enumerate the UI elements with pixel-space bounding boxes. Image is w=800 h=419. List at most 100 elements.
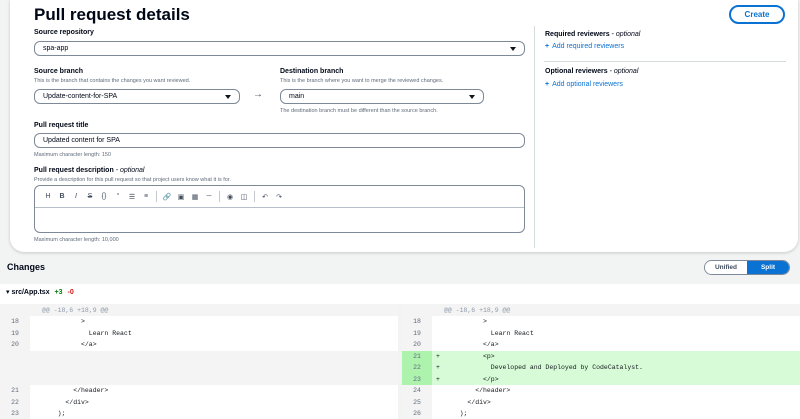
diff-line: 21+ <p>	[402, 350, 800, 362]
diff-line: 25 </div>	[402, 396, 800, 408]
source-repository-select[interactable]: spa-app	[34, 41, 525, 56]
code-icon[interactable]: {}	[101, 193, 107, 200]
line-number: 23	[0, 408, 30, 419]
hunk-header-text: @@ -18,6 +18,9 @@	[444, 307, 511, 314]
reviewers-divider	[544, 61, 786, 62]
add-optional-reviewers-link[interactable]: +Add optional reviewers	[545, 81, 623, 88]
caret-down-icon	[469, 94, 475, 99]
pr-description-editor[interactable]: H B I S {} “ ☰ ≡ 🔗 ▣ ▦ ─ ◉ ◫ ↶ ↷	[34, 185, 525, 233]
diff-line: 19 Learn React	[402, 327, 800, 339]
line-number: 19	[402, 327, 432, 339]
image-icon[interactable]: ▣	[177, 193, 185, 201]
diff-line	[0, 373, 398, 385]
optional-reviewers-text: Optional reviewers	[545, 68, 608, 75]
code-text: <p>	[444, 352, 495, 360]
redo-icon[interactable]: ↷	[276, 193, 282, 201]
undo-icon[interactable]: ↶	[262, 193, 268, 201]
changes-heading: Changes	[7, 262, 46, 272]
pull-request-details-card: Pull request details Create Source repos…	[10, 0, 798, 252]
line-number: 20	[402, 339, 432, 351]
line-number: 26	[402, 408, 432, 419]
pr-title-input[interactable]: Updated content for SPA	[34, 133, 525, 148]
add-required-reviewers-link[interactable]: +Add required reviewers	[545, 43, 624, 50]
file-name: src/App.tsx	[11, 289, 50, 296]
required-reviewers-text: Required reviewers	[545, 31, 610, 38]
line-number: 24	[402, 385, 432, 397]
page-title: Pull request details	[34, 5, 190, 24]
hunk-header: @@ -18,6 +18,9 @@	[0, 305, 398, 316]
line-number: 25	[402, 396, 432, 408]
source-branch-label: Source branch	[34, 68, 84, 75]
diff-line: 23 + </p>	[402, 373, 800, 385]
arrow-right-icon: →	[253, 89, 263, 100]
line-number	[0, 373, 30, 385]
pr-title-value: Updated content for SPA	[43, 137, 120, 144]
file-header	[0, 284, 800, 304]
diff-line: 22 </div>	[0, 396, 398, 408]
pr-description-help: Provide a description for this pull requ…	[34, 177, 231, 183]
code-text: );	[444, 410, 468, 418]
diff-line: 24 </header>	[402, 385, 800, 397]
code-text: </p>	[444, 375, 499, 383]
split-view-button[interactable]: Split	[747, 261, 789, 274]
toolbar-divider	[254, 191, 255, 202]
line-number: 22	[0, 396, 30, 408]
code-text: Learn React	[42, 329, 132, 337]
table-icon[interactable]: ▦	[191, 193, 199, 201]
bold-icon[interactable]: B	[59, 193, 65, 200]
code-text: </header>	[42, 387, 109, 395]
italic-icon[interactable]: I	[75, 193, 77, 200]
split-view-icon[interactable]: ◫	[240, 193, 248, 201]
heading-icon[interactable]: H	[45, 193, 51, 200]
line-number	[0, 350, 30, 362]
diff-marker: +	[436, 375, 440, 383]
source-branch-select[interactable]: Update-content-for-SPA	[34, 89, 240, 104]
code-text: >	[42, 318, 85, 326]
editor-toolbar: H B I S {} “ ☰ ≡ 🔗 ▣ ▦ ─ ◉ ◫ ↶ ↷	[35, 186, 524, 208]
diff-view-toggle: Unified Split	[704, 260, 790, 275]
file-header-title[interactable]: ▾ src/App.tsx +3 -0	[6, 288, 74, 296]
preview-icon[interactable]: ◉	[226, 193, 234, 201]
diff-marker: +	[436, 364, 440, 372]
diff-line: 18 >	[402, 316, 800, 328]
pr-description-hint: Maximum character length: 10,000	[34, 237, 119, 243]
line-number: 21	[402, 350, 432, 362]
diff-line: 19 Learn React	[0, 327, 398, 339]
destination-branch-select[interactable]: main	[280, 89, 484, 104]
bulleted-list-icon[interactable]: ☰	[128, 193, 136, 201]
quote-icon[interactable]: “	[116, 193, 120, 200]
toolbar-divider	[156, 191, 157, 202]
diff-line: 21 </header>	[0, 385, 398, 397]
destination-branch-hint: The destination branch must be different…	[280, 108, 438, 114]
line-number: 20	[0, 339, 30, 351]
toolbar-divider	[219, 191, 220, 202]
code-text: </div>	[444, 398, 491, 406]
destination-branch-value: main	[289, 93, 305, 100]
link-icon[interactable]: 🔗	[162, 193, 172, 201]
destination-branch-label: Destination branch	[280, 68, 344, 75]
collapse-caret-icon: ▾	[6, 289, 10, 296]
source-repository-label: Source repository	[34, 29, 94, 36]
code-text: >	[444, 318, 487, 326]
pr-title-hint: Maximum character length: 150	[34, 152, 112, 158]
source-branch-description: This is the branch that contains the cha…	[34, 78, 191, 84]
numbered-list-icon[interactable]: ≡	[143, 193, 149, 200]
line-number: 21	[0, 385, 30, 397]
optional-tag: - optional	[607, 68, 639, 75]
pr-description-label: Pull request description - optional	[34, 167, 145, 174]
horizontal-rule-icon[interactable]: ─	[206, 193, 212, 200]
code-text: );	[42, 410, 66, 418]
diff-line	[0, 350, 398, 362]
line-number: 23	[402, 373, 432, 385]
unified-view-button[interactable]: Unified	[705, 261, 747, 274]
strikethrough-icon[interactable]: S	[87, 193, 93, 200]
optional-tag: - optional	[609, 31, 641, 38]
required-reviewers-label: Required reviewers - optional	[545, 31, 640, 38]
line-number: 22	[402, 362, 432, 374]
create-button[interactable]: Create	[729, 5, 785, 24]
line-number: 19	[0, 327, 30, 339]
add-optional-reviewers-text: Add optional reviewers	[552, 81, 623, 88]
code-text: </div>	[42, 398, 89, 406]
